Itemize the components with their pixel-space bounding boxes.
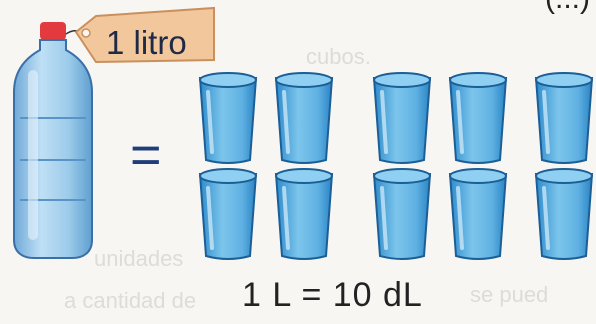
glasses-grid [198, 72, 594, 260]
equation-text: 1 L = 10 dL [242, 276, 423, 314]
water-glass [534, 168, 594, 260]
water-glass [372, 72, 432, 164]
water-glass [372, 168, 432, 260]
corner-mark: (...) [545, 0, 590, 16]
tag-text: 1 litro [106, 24, 187, 61]
water-glass [448, 168, 508, 260]
water-glass [274, 168, 334, 260]
equals-sign: = [130, 125, 162, 185]
background-text-3: a cantidad de [64, 288, 197, 313]
water-bottle [13, 22, 93, 259]
background-text-2: unidades [94, 246, 184, 271]
water-glass [274, 72, 334, 164]
water-glass [534, 72, 594, 164]
background-text-1: cubos. [306, 44, 371, 69]
bottle-cap [40, 22, 66, 40]
water-glass [448, 72, 508, 164]
tag-shape [74, 6, 215, 64]
water-glass [198, 72, 258, 164]
label-tag [65, 6, 215, 64]
background-text-4: se pued [470, 282, 549, 307]
water-glass [198, 168, 258, 260]
bottle-body [13, 39, 93, 259]
